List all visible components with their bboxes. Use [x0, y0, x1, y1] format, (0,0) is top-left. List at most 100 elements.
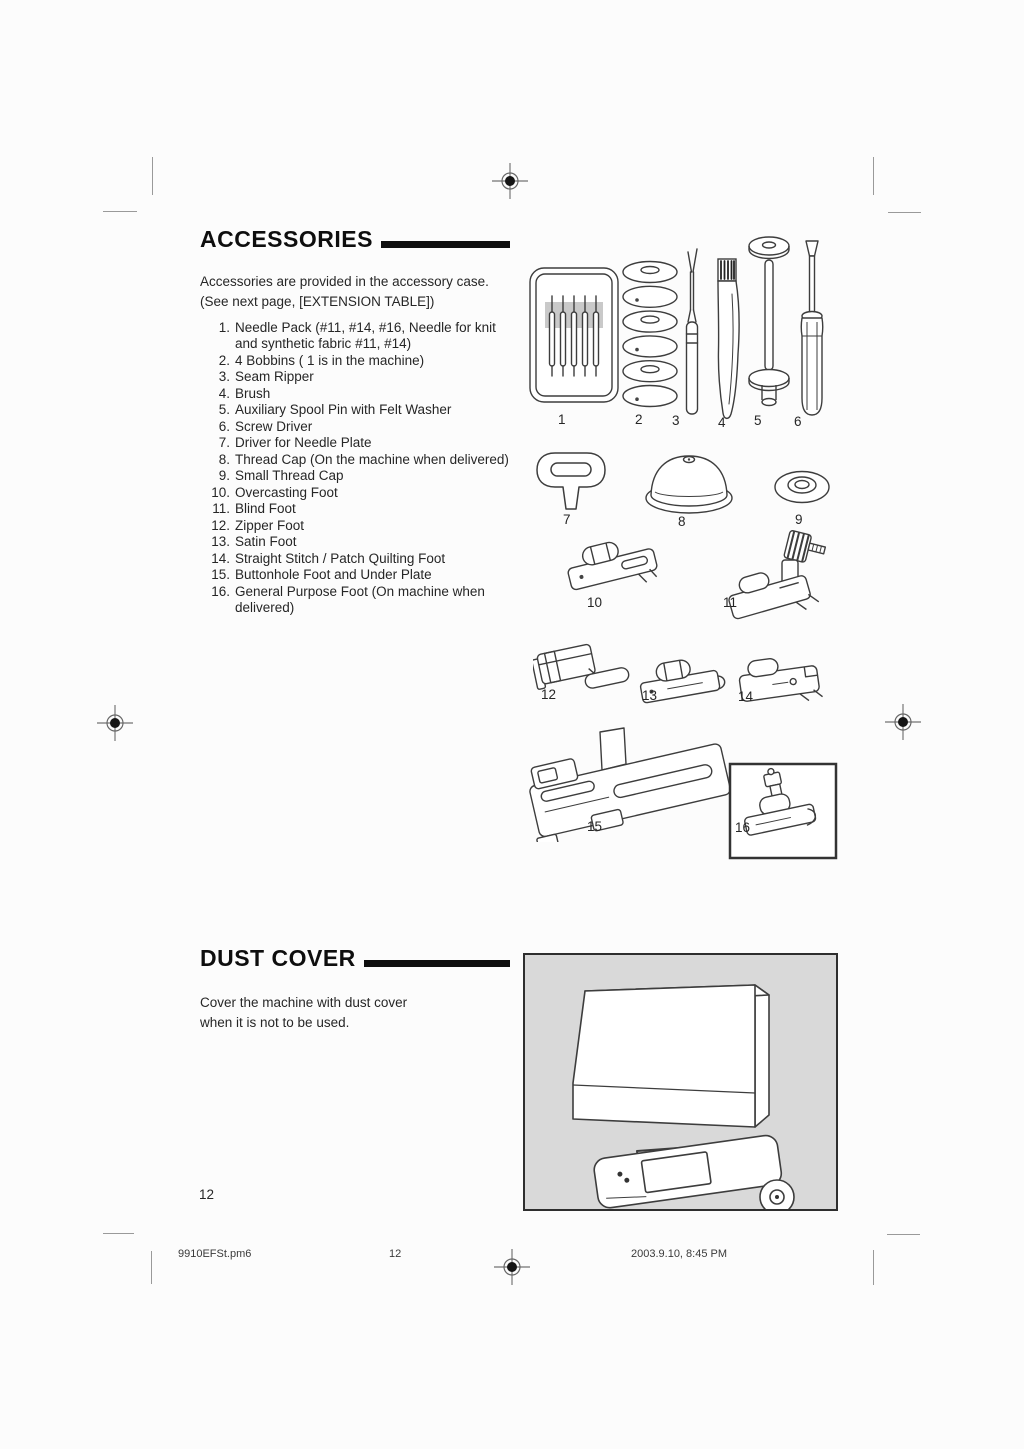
list-item: 12.Zipper Foot	[204, 518, 522, 534]
heading-rule	[380, 241, 510, 249]
list-item: 1. Needle Pack (#11, #14, #16, Needle for…	[204, 320, 522, 353]
figure-straight-stitch-foot	[736, 652, 830, 715]
figure-needle-plate-driver	[533, 450, 609, 519]
figure-label: 13	[642, 688, 658, 703]
figure-label: 16	[735, 820, 751, 835]
figure-label: 14	[738, 689, 754, 704]
crop-mark	[103, 211, 137, 212]
dust-cover-title: DUST COVER	[200, 945, 356, 971]
heading-rule	[363, 960, 510, 968]
accessories-intro: Accessories are provided in the accessor…	[200, 272, 530, 313]
item-text: Straight Stitch / Patch Quilting Foot	[235, 550, 446, 566]
figure-label: 11	[723, 595, 738, 610]
figure-blind-foot	[724, 526, 832, 633]
list-item: 4. Brush	[204, 386, 522, 402]
item-text: Blind Foot	[235, 501, 296, 517]
item-text: Satin Foot	[235, 534, 297, 550]
figure-label: 12	[541, 687, 557, 702]
page-number: 12	[199, 1187, 215, 1202]
dust-cover-illustration	[523, 953, 838, 1211]
dust-cover-text: Cover the machine with dust cover when i…	[200, 993, 530, 1034]
item-number: 8.	[218, 451, 230, 467]
figure-label: 3	[672, 413, 680, 428]
crop-mark	[873, 1250, 874, 1285]
list-item: 5. Auxiliary Spool Pin with Felt Washer	[204, 402, 522, 418]
item-number: 16.	[211, 583, 230, 599]
list-item: 14. Straight Stitch / Patch Quilting Foot	[204, 551, 522, 567]
figure-label: 5	[754, 413, 762, 428]
item-number: 5.	[218, 402, 230, 418]
item-text: General Purpose Foot (On machine when de…	[235, 583, 485, 615]
figure-label: 8	[678, 514, 686, 529]
body-line: when it is not to be used.	[200, 1015, 350, 1031]
registration-mark-icon	[494, 1249, 530, 1285]
list-item: 3. Seam Ripper	[204, 369, 522, 385]
crop-mark	[151, 1251, 152, 1284]
crop-mark	[888, 212, 921, 213]
item-text: 4 Bobbins ( 1 is in the machine)	[235, 352, 425, 368]
list-item: 15. Buttonhole Foot and Under Plate	[204, 567, 522, 583]
footer-datetime: 2003.9.10, 8:45 PM	[631, 1248, 728, 1260]
item-number: 9.	[218, 468, 230, 484]
figure-screw-driver	[790, 238, 834, 427]
figure-general-purpose-foot	[728, 762, 838, 865]
list-item: 11. Blind Foot	[204, 501, 522, 517]
figure-label: 6	[794, 414, 802, 429]
item-number: 12.	[211, 517, 230, 533]
figure-small-thread-cap	[772, 464, 832, 515]
figure-bobbins	[620, 258, 680, 415]
figure-label: 1	[558, 412, 566, 427]
item-number: 4.	[218, 385, 230, 401]
figure-label: 10	[587, 595, 603, 610]
figure-thread-cap	[642, 446, 736, 523]
item-number: 15.	[211, 567, 230, 583]
list-item: 16. General Purpose Foot (On machine when…	[204, 584, 522, 617]
list-item: 8. Thread Cap (On the machine when delive…	[204, 452, 522, 468]
crop-mark	[152, 157, 153, 195]
figure-needle-pack	[528, 266, 620, 409]
item-text: Brush	[235, 385, 271, 401]
item-text: Thread Cap (On the machine when delivere…	[235, 451, 509, 467]
figure-zipper-foot	[531, 636, 631, 711]
list-item: 10.Overcasting Foot	[204, 485, 522, 501]
figure-label: 15	[587, 819, 603, 834]
item-text: Auxiliary Spool Pin with Felt Washer	[235, 402, 452, 418]
list-item: 6. Screw Driver	[204, 419, 522, 435]
list-item: 2. 4 Bobbins ( 1 is in the machine)	[204, 353, 522, 369]
item-number: 3.	[218, 369, 230, 385]
figure-overcasting-foot	[556, 536, 670, 603]
dust-cover-heading: DUST COVER	[200, 946, 510, 970]
list-item: 9. Small Thread Cap	[204, 468, 522, 484]
item-text: Small Thread Cap	[235, 468, 344, 484]
footer-page-number: 12	[389, 1248, 402, 1260]
item-text: Seam Ripper	[235, 369, 314, 385]
item-number: 2.	[218, 352, 230, 368]
accessories-list: 1. Needle Pack (#11, #14, #16, Needle for…	[204, 320, 522, 616]
item-text: Needle Pack (#11, #14, #16, Needle for k…	[235, 320, 496, 352]
figure-label: 2	[635, 412, 643, 427]
crop-mark	[103, 1233, 134, 1234]
crop-mark	[873, 157, 874, 195]
list-item: 13. Satin Foot	[204, 534, 522, 550]
item-number: 11.	[212, 501, 230, 517]
figure-label: 9	[795, 512, 803, 527]
item-number: 14.	[211, 550, 230, 566]
intro-line: (See next page, [EXTENSION TABLE])	[200, 294, 435, 310]
figure-buttonhole-foot-under-plate	[526, 720, 734, 853]
figure-seam-ripper	[676, 246, 706, 425]
list-item: 7.Driver for Needle Plate	[204, 435, 522, 451]
item-number: 13.	[211, 534, 230, 550]
item-number: 6.	[218, 418, 230, 434]
accessories-title: ACCESSORIES	[200, 226, 373, 252]
figure-brush	[708, 254, 750, 429]
body-line: Cover the machine with dust cover	[200, 995, 408, 1010]
figure-satin-foot	[636, 650, 730, 715]
item-text: Screw Driver	[235, 418, 313, 434]
figure-label: 7	[563, 512, 571, 527]
item-text: Buttonhole Foot and Under Plate	[235, 567, 432, 583]
footer-file-name: 9910EFSt.pm6	[178, 1248, 252, 1260]
item-number: 1.	[218, 320, 230, 335]
item-text: Overcasting Foot	[235, 484, 338, 500]
figure-auxiliary-spool-pin	[746, 232, 792, 427]
